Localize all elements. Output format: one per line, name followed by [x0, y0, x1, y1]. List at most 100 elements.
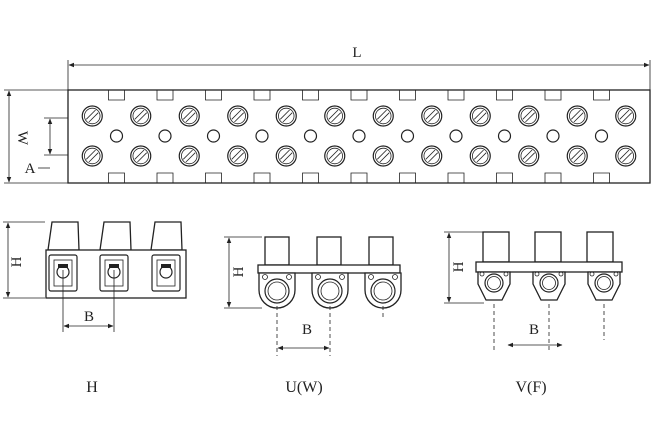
strip-notch-top — [302, 90, 319, 101]
variant-vf-drawing: H B V(F) — [444, 231, 623, 396]
mounting-hole — [594, 129, 609, 143]
screw-icon — [324, 145, 346, 167]
strip-pole — [253, 90, 318, 183]
vf-variant-post-1 — [482, 231, 510, 263]
vf-variant-caption: V(F) — [515, 379, 546, 396]
strip-pole — [593, 90, 637, 183]
pitch-label: A — [25, 161, 36, 177]
screw-icon — [275, 145, 297, 167]
width-label: W — [14, 131, 30, 146]
uw-variant-caption: U(W) — [285, 379, 322, 396]
strip-notch-top — [205, 90, 222, 101]
h-variant-spacing-label: B — [84, 309, 94, 325]
strip-notch-top — [496, 90, 513, 101]
strip-notch-top — [399, 90, 416, 101]
vf-variant-clamp — [587, 271, 621, 301]
uw-variant-post-2 — [316, 236, 342, 266]
screw-icon — [178, 145, 200, 167]
top-view-terminal-strip: L W A — [4, 45, 651, 184]
h-variant-body — [45, 249, 187, 299]
screw-icon — [324, 105, 346, 127]
uw-variant-clamp — [311, 272, 349, 309]
mounting-hole — [303, 129, 318, 143]
screw-icon — [130, 145, 152, 167]
uw-variant-post-1 — [264, 236, 290, 266]
variant-h-drawing: H B H — [3, 221, 187, 396]
screw-icon — [275, 105, 297, 127]
strip-notch-top — [544, 90, 562, 101]
screw-icon — [421, 145, 443, 167]
strip-notch-bottom — [447, 172, 465, 183]
mounting-hole — [546, 129, 560, 143]
uw-variant-clamp — [258, 272, 296, 309]
strip-pole — [108, 90, 172, 183]
screw-icon — [566, 105, 588, 127]
screw-icon — [81, 145, 103, 167]
mounting-hole — [109, 129, 124, 143]
strip-pole — [156, 90, 221, 183]
mounting-hole — [352, 129, 366, 143]
strip-notch-bottom — [253, 172, 271, 183]
mounting-hole — [497, 129, 512, 143]
uw-variant-clamp — [364, 272, 402, 309]
strip-pole — [496, 90, 560, 183]
strip-notch-bottom — [544, 172, 562, 183]
strip-notch-bottom — [399, 172, 416, 183]
uw-variant-height-label: H — [231, 266, 247, 277]
strip-notch-bottom — [156, 172, 174, 183]
strip-notch-top — [253, 90, 271, 101]
mounting-hole — [206, 129, 221, 143]
strip-pole — [447, 90, 512, 183]
strip-notch-bottom — [302, 172, 319, 183]
h-variant-caption: H — [86, 379, 98, 396]
vf-variant-clamp — [477, 271, 511, 301]
screw-icon — [469, 105, 491, 127]
strip-notch-top — [350, 90, 368, 101]
variant-uw-drawing: H B U(W) — [224, 236, 402, 396]
vf-variant-clamp — [532, 271, 566, 301]
strip-notch-bottom — [496, 172, 513, 183]
screw-icon — [566, 145, 588, 167]
screw-icon — [518, 145, 540, 167]
screw-icon — [518, 105, 540, 127]
strip-notch-top — [156, 90, 174, 101]
strip-notch-bottom — [205, 172, 222, 183]
vf-variant-post-3 — [586, 231, 614, 263]
strip-notch-top — [593, 90, 610, 101]
strip-pole — [205, 90, 269, 183]
screw-icon — [421, 105, 443, 127]
screw-icon — [372, 145, 394, 167]
strip-pole — [350, 90, 415, 183]
strip-notch-bottom — [350, 172, 368, 183]
vf-variant-post-2 — [534, 231, 562, 263]
uw-variant-spacing-label: B — [302, 322, 312, 338]
mounting-hole — [255, 129, 269, 143]
length-label: L — [352, 45, 361, 61]
h-variant-clamp — [151, 254, 181, 292]
h-variant-post-1 — [47, 221, 80, 251]
strip-notch-bottom — [593, 172, 610, 183]
mounting-hole — [158, 129, 172, 143]
screw-icon — [130, 105, 152, 127]
screw-icon — [81, 105, 103, 127]
screw-icon — [615, 105, 637, 127]
screw-icon — [615, 145, 637, 167]
screw-icon — [469, 145, 491, 167]
mounting-hole — [400, 129, 415, 143]
mounting-hole — [449, 129, 463, 143]
strip-notch-bottom — [108, 172, 125, 183]
vf-variant-spacing-label: B — [529, 322, 539, 338]
strip-notch-top — [447, 90, 465, 101]
screw-icon — [372, 105, 394, 127]
strip-pole — [81, 105, 124, 167]
screw-icon — [227, 145, 249, 167]
strip-notch-top — [108, 90, 125, 101]
strip-body — [67, 89, 651, 184]
screw-icon — [227, 105, 249, 127]
h-variant-height-label: H — [9, 256, 25, 267]
h-variant-post-3 — [150, 221, 183, 251]
screw-icon — [178, 105, 200, 127]
strip-pole — [399, 90, 463, 183]
uw-variant-post-3 — [368, 236, 394, 266]
